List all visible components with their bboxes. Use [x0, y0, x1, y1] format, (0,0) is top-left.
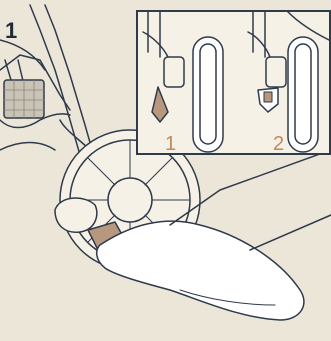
inset-detail: 1 2 — [136, 10, 331, 155]
inset-label-2: 2 — [273, 133, 285, 155]
foot-icon — [95, 220, 305, 321]
step-number: 1 — [5, 18, 18, 43]
inset-illustration — [142, 12, 329, 153]
wheel-icon — [192, 36, 224, 153]
inset-label-1: 1 — [165, 133, 177, 155]
